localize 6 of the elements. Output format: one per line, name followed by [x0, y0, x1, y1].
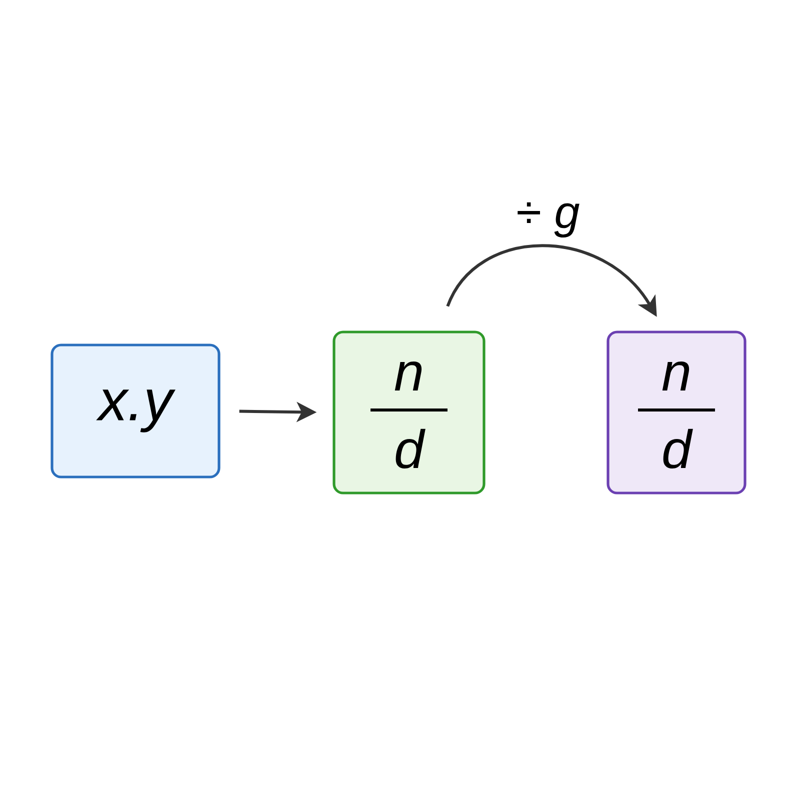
denominator: d [663, 428, 693, 469]
decimal-box: x.y [50, 344, 220, 478]
numerator: n [662, 361, 690, 390]
edge-label: ÷ g [515, 201, 581, 239]
numerator: n [394, 361, 422, 390]
denominator: d [396, 428, 426, 469]
